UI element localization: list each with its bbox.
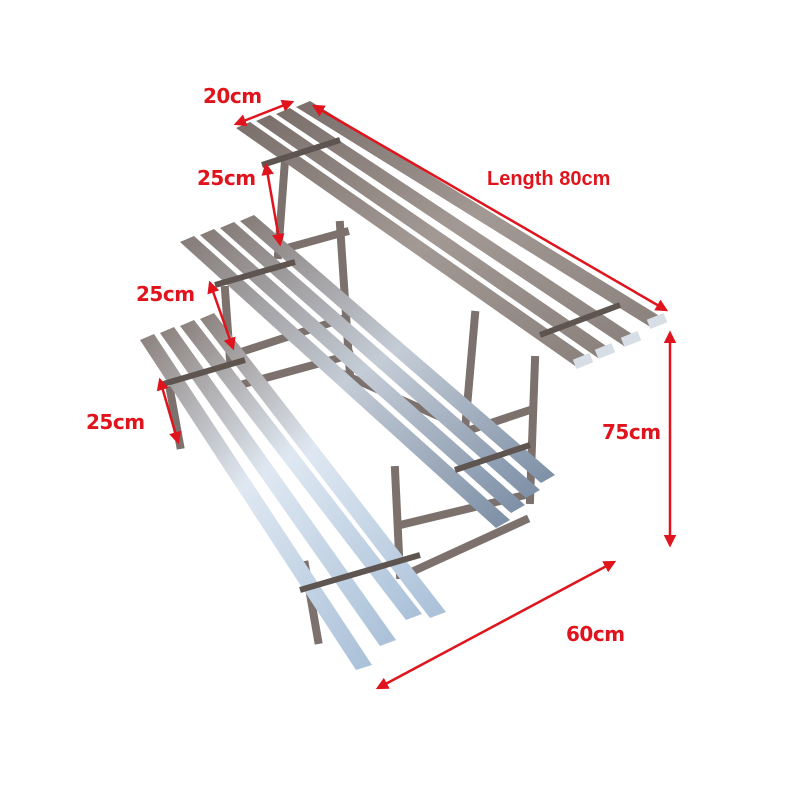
shelf-depth-label: 20cm [203, 84, 262, 108]
depth-20cm-arrow [233, 99, 295, 127]
bottom-tier-shelf [140, 313, 446, 670]
tier-height-top-label: 25cm [197, 166, 256, 190]
length-80cm-arrow [311, 104, 669, 312]
depth-60cm-arrow [375, 560, 617, 690]
tier-height-middle-label: 25cm [136, 282, 195, 306]
dimension-arrows [156, 99, 677, 690]
tier-middle-25cm-arrow [207, 280, 236, 351]
tier-top-25cm-arrow [261, 162, 285, 247]
total-depth-label: 60cm [566, 622, 625, 646]
tier-height-bottom-label: 25cm [86, 410, 145, 434]
length-label: Length 80cm [487, 168, 611, 190]
tier-bottom-25cm-arrow [156, 377, 182, 445]
total-height-label: 75cm [602, 420, 661, 444]
